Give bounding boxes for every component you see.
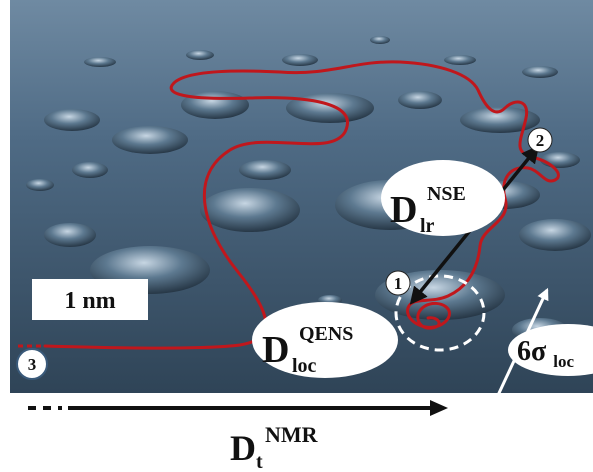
svg-text:D NSE: D NSE — [390, 183, 466, 231]
droplet — [44, 223, 96, 247]
svg-text:6σ loc: 6σ loc — [517, 336, 574, 371]
d-lr-sup: NSE — [427, 183, 466, 205]
droplet — [44, 109, 100, 131]
svg-text:D QENS: D QENS — [262, 323, 353, 371]
droplet — [181, 91, 249, 119]
sigma-sub: loc — [553, 352, 574, 371]
d-lr-base: D — [390, 189, 417, 231]
arrow-head — [430, 400, 448, 416]
sigma-bubble — [508, 324, 593, 376]
droplet — [200, 188, 300, 232]
droplet — [444, 55, 476, 65]
confinement-circle — [394, 274, 486, 352]
d-loc-sub: loc — [292, 355, 317, 377]
point-2: 2 — [527, 127, 553, 153]
d-loc-bubble — [252, 302, 398, 378]
d-t-sub: t — [256, 451, 263, 472]
d-t-label: D NMR t — [230, 422, 319, 472]
droplet — [186, 50, 214, 60]
droplet — [522, 66, 558, 78]
droplet — [370, 36, 390, 44]
sigma-label: 6σ loc — [508, 324, 593, 376]
point-3-circle — [16, 348, 48, 380]
point-3: 3 — [16, 348, 48, 380]
svg-text:D NMR: D NMR — [230, 422, 319, 468]
d-t-sup: NMR — [265, 422, 319, 447]
total-diffusion-arrow — [28, 400, 448, 416]
point-1: 1 — [385, 270, 411, 296]
droplet — [72, 162, 108, 178]
scale-bar: 1 nm — [32, 279, 148, 320]
point-1-label: 1 — [394, 274, 403, 293]
point-2-circle — [527, 127, 553, 153]
droplet — [282, 54, 318, 66]
point-3-label: 3 — [28, 355, 37, 374]
droplet — [519, 219, 591, 251]
d-lr-label: D NSE lr — [381, 160, 505, 237]
point-2-label: 2 — [536, 131, 545, 150]
d-loc-base: D — [262, 329, 289, 371]
droplet — [460, 107, 540, 133]
droplet — [540, 152, 580, 168]
scale-bar-text: 1 nm — [64, 288, 115, 314]
sigma-base: 6σ — [517, 336, 547, 367]
d-loc-label: D QENS loc — [252, 302, 398, 378]
d-lr-bubble — [381, 160, 505, 236]
droplet — [26, 179, 54, 191]
d-loc-sup: QENS — [299, 323, 353, 345]
d-lr-sub: lr — [420, 215, 435, 237]
d-t-base: D — [230, 428, 256, 468]
droplet — [398, 91, 442, 109]
droplet — [239, 160, 291, 180]
droplet — [84, 57, 116, 67]
point-1-circle — [385, 270, 411, 296]
scale-bar-box — [32, 279, 148, 320]
droplet — [112, 126, 188, 154]
